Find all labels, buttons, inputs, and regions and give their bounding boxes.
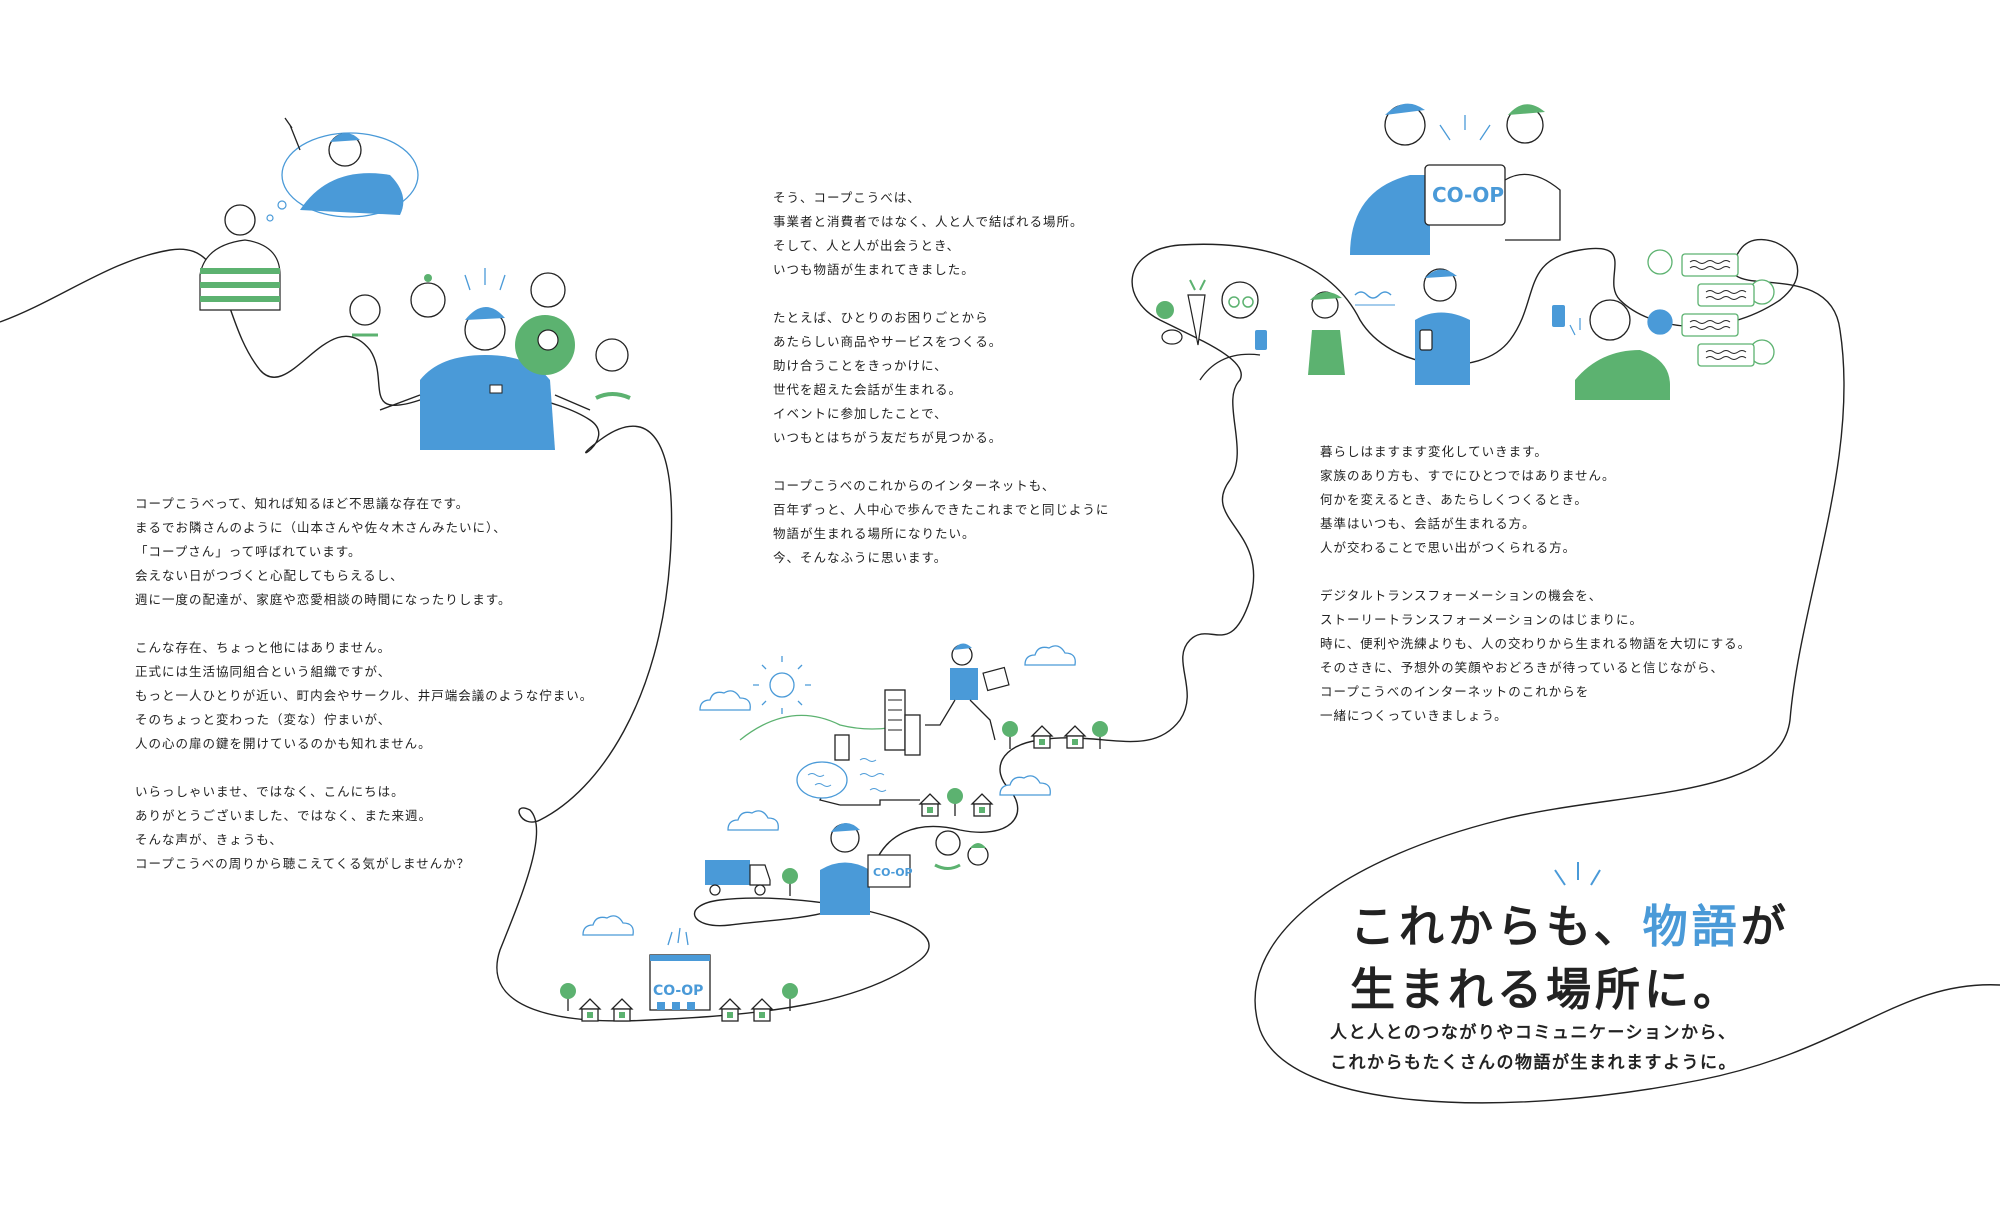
sparkle-icon bbox=[1554, 862, 1601, 886]
text-line: たとえば、ひとりのお困りごとから bbox=[773, 310, 989, 325]
text-line: もっと一人ひとりが近い、町内会やサークル、井戸端会議のような佇まい。 bbox=[135, 688, 594, 703]
text-line: 世代を超えた会話が生まれる。 bbox=[773, 382, 963, 397]
house-icon bbox=[611, 998, 633, 1022]
house-icon bbox=[579, 998, 601, 1022]
text-line: 「コープさん」って呼ばれています。 bbox=[135, 544, 362, 559]
house-icon bbox=[919, 793, 941, 817]
text-line: いらっしゃいませ、ではなく、こんにちは。 bbox=[135, 784, 405, 799]
text-block-center: そう、コープこうべは、事業者と消費者ではなく、人と人で結ばれる場所。そして、人と… bbox=[773, 186, 1109, 594]
paragraph: たとえば、ひとりのお困りごとからあたらしい商品やサービスをつくる。助け合うことを… bbox=[773, 306, 1109, 450]
headline-highlight: 物語 bbox=[1642, 900, 1741, 953]
cloud-icon bbox=[699, 690, 751, 711]
house-icon bbox=[971, 793, 993, 817]
headline: これからも、物語が 生まれる場所に。 bbox=[1350, 895, 1790, 1021]
subline-line-2: これからもたくさんの物語が生まれますように。 bbox=[1330, 1053, 1737, 1073]
house-icon bbox=[1064, 725, 1086, 749]
text-line: 百年ずっと、人中心で歩んできたこれまでと同じように bbox=[773, 502, 1110, 517]
paragraph: いらっしゃいませ、ではなく、こんにちは。ありがとうございました、ではなく、また来… bbox=[135, 780, 593, 876]
story-line bbox=[0, 244, 1255, 1022]
smartphone-icon bbox=[1255, 330, 1267, 350]
text-line: そのさきに、予想外の笑顔やおどろきが待っていると信じながら、 bbox=[1320, 660, 1725, 675]
delivery-person-icon: CO-OP bbox=[820, 822, 989, 915]
sun-icon bbox=[753, 656, 811, 714]
truck-icon bbox=[705, 860, 771, 896]
chat-bubble-icon bbox=[1697, 343, 1755, 367]
headline-line-2: 生まれる場所に。 bbox=[1350, 963, 1743, 1016]
headline-line-1: これからも、物語が bbox=[1350, 895, 1790, 958]
house-icon bbox=[1031, 725, 1053, 749]
paragraph: 暮らしはますます変化していきます。家族のあり方も、すでにひとつではありません。何… bbox=[1320, 440, 1751, 560]
text-line: 人が交わることで思い出がつくられる方。 bbox=[1320, 540, 1577, 555]
text-line: いつもとはちがう友だちが見つかる。 bbox=[773, 430, 1003, 445]
text-line: 家族のあり方も、すでにひとつではありません。 bbox=[1320, 468, 1616, 483]
house-row-middle bbox=[919, 787, 993, 817]
text-line: 暮らしはますます変化していきます。 bbox=[1320, 444, 1548, 459]
paragraph: こんな存在、ちょっと他にはありません。正式には生活協同組合という組織ですが、もっ… bbox=[135, 636, 593, 756]
text-line: 基準はいつも、会話が生まれる方。 bbox=[1320, 516, 1536, 531]
text-line: 週に一度の配達が、家庭や恋愛相談の時間になったりします。 bbox=[135, 592, 512, 607]
coop-logo-store: CO-OP bbox=[653, 983, 703, 999]
house-row-upper bbox=[1001, 720, 1109, 750]
text-line: まるでお隣さんのように（山本さんや佐々木さんみたいに）、 bbox=[135, 520, 507, 535]
chat-bubble-icon bbox=[1697, 283, 1755, 307]
story-line-right bbox=[1179, 238, 2000, 1104]
text-line: ありがとうございました、ではなく、また来週。 bbox=[135, 808, 433, 823]
text-line: 時に、便利や洗練よりも、人の交わりから生まれる物語を大切にする。 bbox=[1320, 636, 1752, 651]
text-line: 会えない日がつづくと心配してもらえるし、 bbox=[135, 568, 404, 583]
cloud-icon bbox=[582, 915, 634, 936]
text-line: そんな声が、きょうも、 bbox=[135, 832, 283, 847]
paragraph: そう、コープこうべは、事業者と消費者ではなく、人と人で結ばれる場所。そして、人と… bbox=[773, 186, 1109, 282]
text-line: ストーリートランスフォーメーションのはじまりに。 bbox=[1320, 612, 1644, 627]
house-icon bbox=[719, 998, 741, 1022]
text-line: コープこうべのインターネットのこれからを bbox=[1320, 684, 1590, 699]
vegetables-icon bbox=[1156, 279, 1206, 346]
cloud-icon bbox=[727, 810, 779, 831]
cloud-icon bbox=[1024, 645, 1076, 666]
text-line: 正式には生活協同組合という組織ですが、 bbox=[135, 664, 392, 679]
people-cluster-icon bbox=[199, 117, 631, 450]
text-line: イベントに参加したことで、 bbox=[773, 406, 948, 421]
smartphone-icon bbox=[1552, 305, 1565, 327]
text-line: そう、コープこうべは、 bbox=[773, 190, 921, 205]
runner-icon bbox=[925, 643, 1010, 741]
headline-line1-after: が bbox=[1740, 900, 1790, 953]
city-icon bbox=[739, 689, 921, 806]
text-line: コープこうべって、知れば知るほど不思議な存在です。 bbox=[135, 496, 470, 511]
subline-line-1: 人と人とのつながりやコミュニケーションから、 bbox=[1330, 1023, 1737, 1043]
text-line: 一緒につくっていきましょう。 bbox=[1320, 708, 1508, 723]
text-line: 物語が生まれる場所になりたい。 bbox=[773, 526, 976, 541]
text-line: 今、そんなふうに思います。 bbox=[773, 550, 948, 565]
coop-logo-sign: CO-OP bbox=[1432, 183, 1504, 207]
text-block-right: 暮らしはますます変化していきます。家族のあり方も、すでにひとつではありません。何… bbox=[1320, 440, 1751, 752]
text-line: デジタルトランスフォーメーションの機会を、 bbox=[1320, 588, 1603, 603]
paragraph: デジタルトランスフォーメーションの機会を、ストーリートランスフォーメーションのは… bbox=[1320, 584, 1751, 728]
paragraph: コープこうべのこれからのインターネットも、百年ずっと、人中心で歩んできたこれまで… bbox=[773, 474, 1109, 570]
text-line: あたらしい商品やサービスをつくる。 bbox=[773, 334, 1003, 349]
text-line: 何かを変えるとき、あたらしくつくるとき。 bbox=[1320, 492, 1588, 507]
coop-logo-small: CO-OP bbox=[873, 866, 913, 879]
text-line: 助け合うことをきっかけに、 bbox=[773, 358, 948, 373]
shopping-people-row bbox=[1156, 268, 1670, 400]
cloud-icon bbox=[999, 775, 1051, 796]
coop-sign-people: CO-OP bbox=[1350, 103, 1561, 255]
text-line: 人の心の扉の鍵を開けているのかも知れません。 bbox=[135, 736, 432, 751]
store-icon: CO-OP bbox=[649, 927, 711, 1011]
text-block-left: コープこうべって、知れば知るほど不思議な存在です。まるでお隣さんのように（山本さ… bbox=[135, 492, 593, 900]
paragraph: コープこうべって、知れば知るほど不思議な存在です。まるでお隣さんのように（山本さ… bbox=[135, 492, 593, 612]
chat-thread bbox=[1647, 249, 1775, 367]
text-line: コープこうべのこれからのインターネットも、 bbox=[773, 478, 1056, 493]
text-line: いつも物語が生まれてきました。 bbox=[773, 262, 975, 277]
text-line: こんな存在、ちょっと他にはありません。 bbox=[135, 640, 392, 655]
subline: 人と人とのつながりやコミュニケーションから、 これからもたくさんの物語が生まれま… bbox=[1330, 1018, 1737, 1078]
headline-line1-before: これからも、 bbox=[1350, 900, 1643, 953]
text-line: そして、人と人が出会うとき、 bbox=[773, 238, 961, 253]
text-line: コープこうべの周りから聴こえてくる気がしませんか？ bbox=[135, 856, 471, 871]
chat-bubble-icon bbox=[1681, 253, 1739, 277]
text-line: 事業者と消費者ではなく、人と人で結ばれる場所。 bbox=[773, 214, 1084, 229]
text-line: そのちょっと変わった（変な）佇まいが、 bbox=[135, 712, 392, 727]
house-icon bbox=[751, 998, 773, 1022]
chat-bubble-icon bbox=[1681, 313, 1739, 337]
